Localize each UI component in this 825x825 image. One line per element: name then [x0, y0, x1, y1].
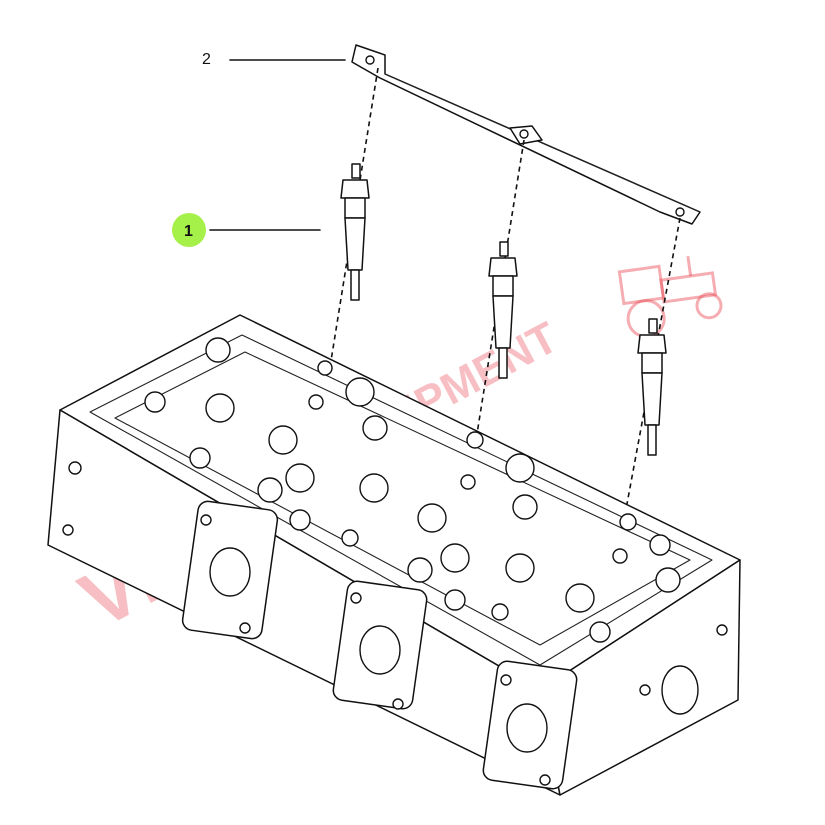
callout-1-badge — [172, 213, 206, 247]
glow-plug-2 — [488, 241, 518, 379]
tractor-watermark-icon — [617, 256, 723, 339]
glow-plug-1 — [340, 163, 370, 301]
cylinder-head — [47, 314, 741, 796]
bus-bar — [351, 44, 701, 225]
callout-2: 2 — [202, 51, 346, 68]
glow-plug-3 — [637, 318, 667, 456]
callout-1-label: 1 — [184, 223, 193, 240]
callout-1: 1 — [172, 213, 321, 247]
callout-2-label: 2 — [202, 51, 211, 68]
